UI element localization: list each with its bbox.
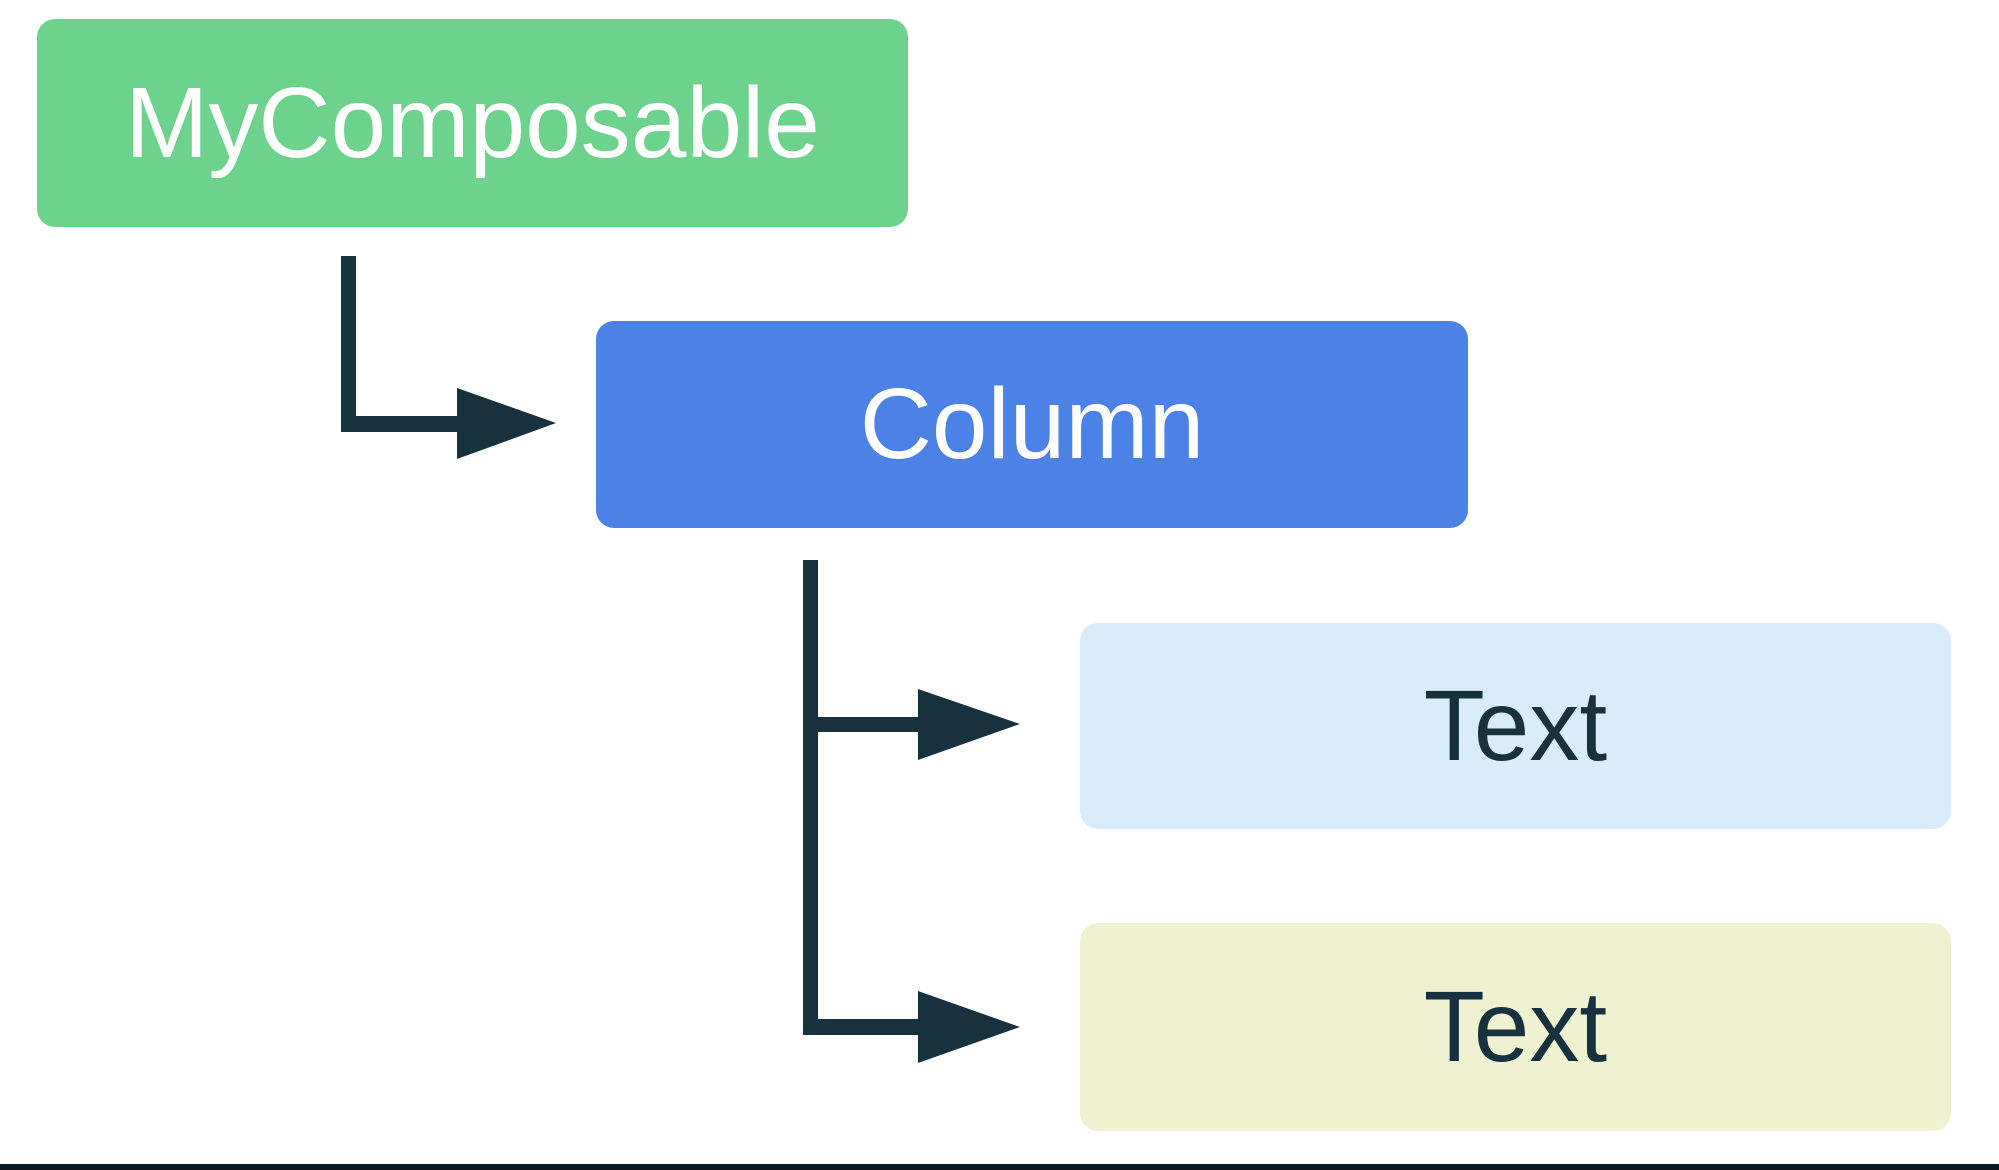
- arrowhead-right-icon: [918, 991, 1020, 1063]
- node-column: Column: [596, 321, 1468, 528]
- connector-column-text-first-horizontal-line: [803, 717, 918, 732]
- page-bottom-divider: [0, 1164, 1999, 1170]
- connector-column-children-vertical-line: [803, 560, 818, 1035]
- node-text-second: Text: [1080, 923, 1951, 1131]
- node-mycomposable-label: MyComposable: [125, 66, 820, 179]
- node-text-first: Text: [1080, 623, 1951, 829]
- arrowhead-right-icon: [918, 689, 1020, 760]
- connector-mycomposable-column-vertical-line: [341, 256, 356, 432]
- connector-column-text-second-horizontal-line: [803, 1019, 918, 1035]
- arrowhead-right-icon: [457, 388, 556, 459]
- node-mycomposable: MyComposable: [37, 19, 908, 227]
- node-text-second-label: Text: [1423, 970, 1608, 1083]
- node-text-first-label: Text: [1423, 669, 1608, 782]
- node-column-label: Column: [859, 368, 1205, 480]
- connector-mycomposable-column-horizontal-line: [341, 416, 457, 432]
